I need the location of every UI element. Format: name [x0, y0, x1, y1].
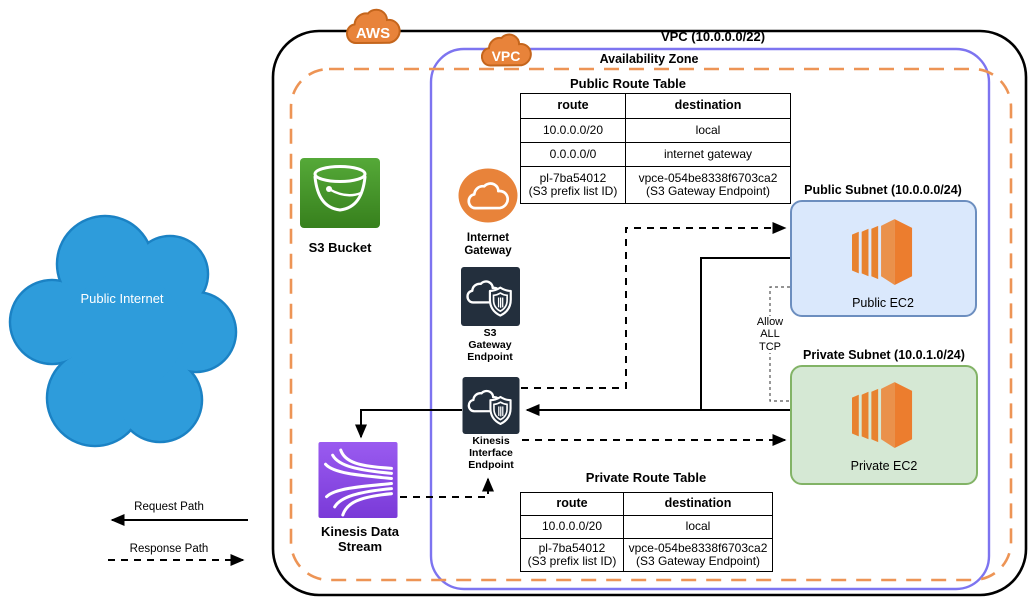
table-row: 10.0.0.0/20 local — [520, 118, 791, 143]
ec2-icon-private — [852, 382, 913, 448]
public-ec2-label: Public EC2 — [852, 296, 914, 310]
public-route-table-title: Public Route Table — [569, 76, 687, 91]
private-route-table-title: Private Route Table — [585, 470, 707, 485]
route-table-header-cell: destination — [623, 492, 773, 516]
public-subnet-title: Public Subnet (10.0.0.0/24) — [804, 183, 962, 197]
availability-zone-title: Availability Zone — [599, 52, 699, 66]
public-internet-cloud — [8, 214, 238, 448]
vpc-title: VPC (10.0.0.0/22) — [660, 29, 766, 44]
public-internet-label: Public Internet — [80, 291, 164, 306]
aws-badge-label: AWS — [356, 25, 390, 42]
route-table-cell: local — [623, 515, 773, 539]
route-table-cell: vpce-054be8338f6703ca2 (S3 Gateway Endpo… — [623, 538, 773, 572]
ec2-icon-public — [852, 219, 913, 285]
internet-gateway-icon — [458, 168, 518, 223]
route-table-header-cell: route — [520, 492, 624, 516]
route-table-cell: vpce-054be8338f6703ca2 (S3 Gateway Endpo… — [625, 166, 791, 204]
private-route-table: route destination 10.0.0.0/20 local pl-7… — [520, 492, 773, 572]
kinesis-data-stream-icon — [318, 442, 398, 518]
route-table-cell: local — [625, 118, 791, 143]
s3-bucket-label: S3 Bucket — [308, 240, 372, 255]
route-table-cell: pl-7ba54012 (S3 prefix list ID) — [520, 166, 626, 204]
table-row: pl-7ba54012 (S3 prefix list ID) vpce-054… — [520, 538, 773, 572]
public-route-table: route destination 10.0.0.0/20 local 0.0.… — [520, 93, 791, 204]
internet-gateway-label: Internet Gateway — [464, 232, 512, 257]
s3-gateway-endpoint-label: S3 Gateway Endpoint — [467, 327, 513, 363]
table-row: pl-7ba54012 (S3 prefix list ID) vpce-054… — [520, 166, 791, 204]
route-table-cell: internet gateway — [625, 142, 791, 167]
route-table-header-cell: destination — [625, 93, 791, 119]
route-table-header-cell: route — [520, 93, 626, 119]
private-subnet-title: Private Subnet (10.0.1.0/24) — [803, 348, 965, 362]
kinesis-data-stream-label: Kinesis Data Stream — [320, 524, 400, 554]
s3-bucket-icon — [300, 158, 380, 228]
route-table-cell: 10.0.0.0/20 — [520, 515, 624, 539]
private-ec2-label: Private EC2 — [850, 459, 918, 473]
vpc-badge-cloud — [481, 33, 532, 67]
route-table-cell: 0.0.0.0/0 — [520, 142, 626, 167]
s3-gateway-endpoint-icon — [461, 267, 520, 326]
route-table-cell: 10.0.0.0/20 — [520, 118, 626, 143]
aws-badge-cloud — [346, 8, 401, 45]
kinesis-interface-endpoint-icon — [462, 377, 520, 434]
aws-boundary — [271, 29, 1028, 597]
legend-request-label: Request Path — [134, 501, 204, 513]
kinesis-interface-endpoint-label: Kinesis Interface Endpoint — [446, 435, 536, 472]
aws-badge: AWS — [346, 8, 401, 45]
vpc-badge-label: VPC — [492, 48, 521, 64]
allow-all-tcp-label: Allow ALL TCP — [748, 316, 792, 353]
route-table-cell: pl-7ba54012 (S3 prefix list ID) — [520, 538, 624, 572]
vpc-border — [429, 47, 991, 591]
table-row: 0.0.0.0/0 internet gateway — [520, 142, 791, 167]
table-row: 10.0.0.0/20 local — [520, 515, 773, 539]
legend-response-label: Response Path — [129, 543, 209, 555]
vpc-badge: VPC — [481, 33, 532, 67]
